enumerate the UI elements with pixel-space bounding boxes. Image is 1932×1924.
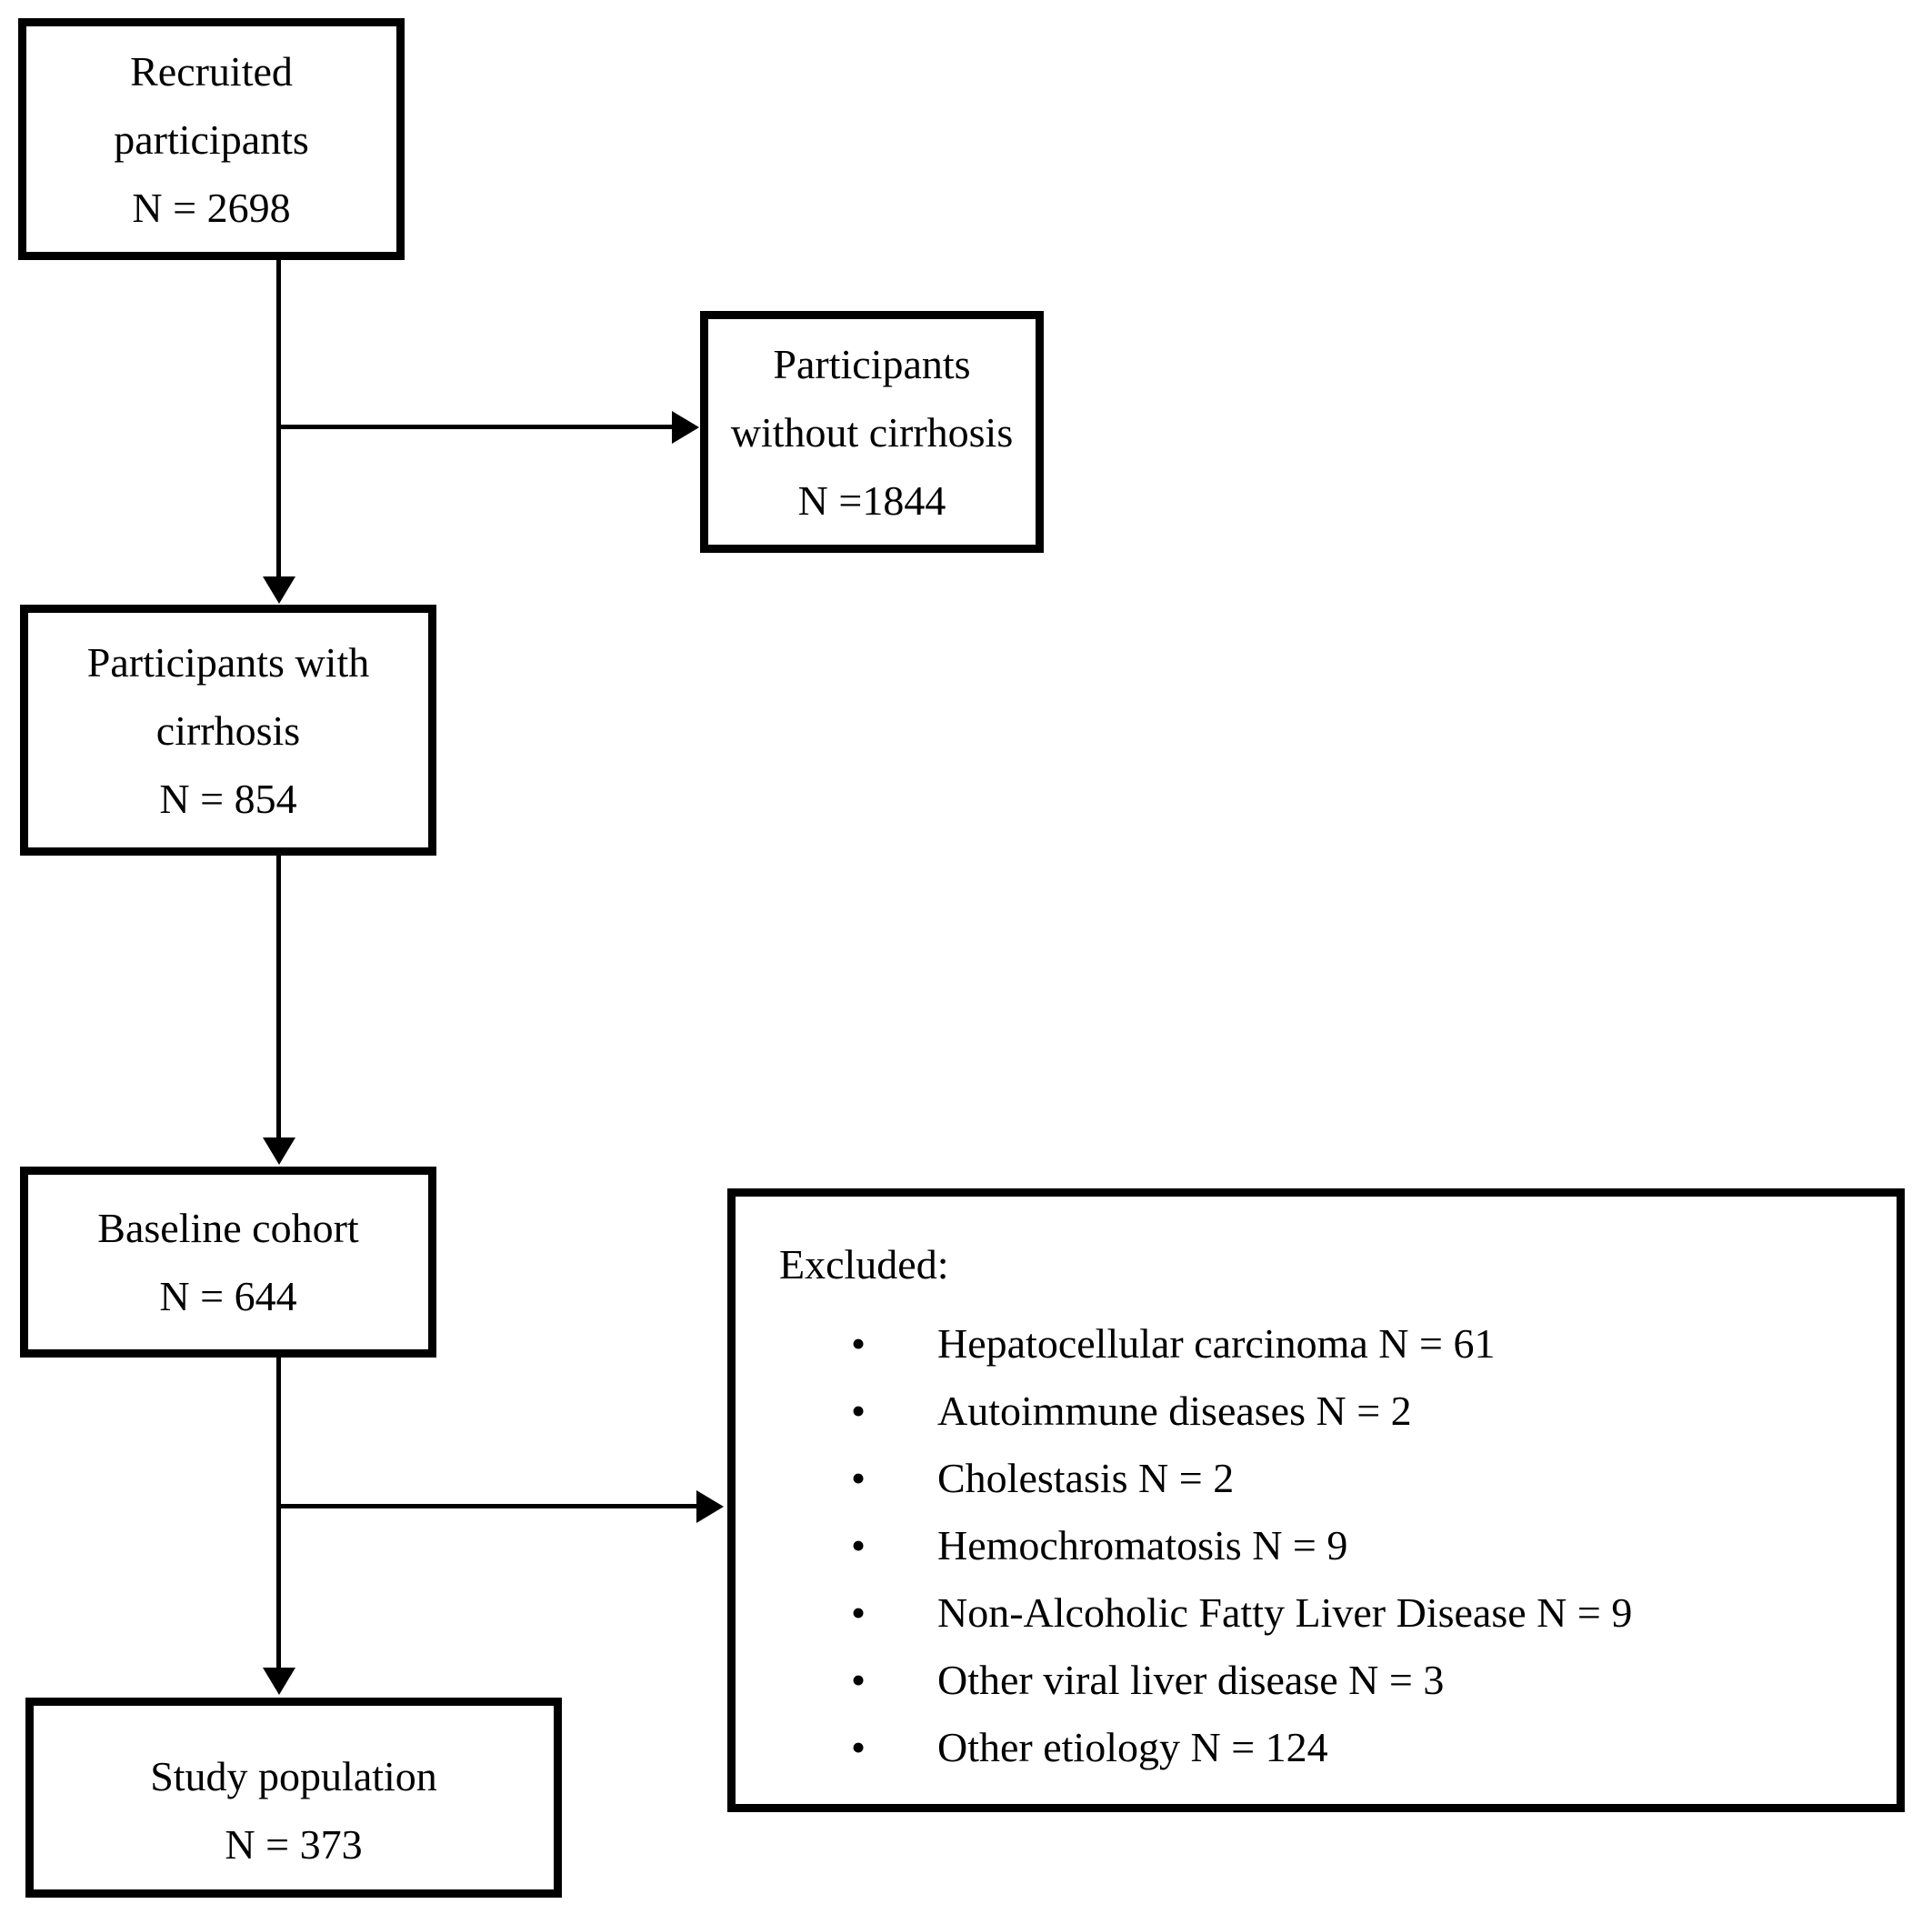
excluded-heading: Excluded: (779, 1241, 949, 1288)
flow-box-count: N = 854 (159, 775, 297, 822)
flow-box-text-line: participants (114, 115, 309, 163)
flow-box-text-line: Study population (150, 1753, 437, 1799)
flow-box-baseline-cohort: Baseline cohort N = 644 (20, 1167, 436, 1358)
flow-box-participants-with-cirrhosis: Participants with cirrhosis N = 854 (20, 605, 436, 856)
arrow-right-icon (672, 411, 699, 444)
flow-box-study-population: Study population N = 373 (25, 1698, 562, 1898)
arrow-down-icon (263, 1137, 295, 1165)
excluded-item: Non-Alcoholic Fatty Liver Disease N = 9 (851, 1579, 1897, 1647)
flow-box-text-line: Participants with (86, 638, 370, 686)
excluded-item: Other etiology N = 124 (851, 1714, 1897, 1781)
flow-box-text-line: Participants (773, 340, 971, 387)
arrow-down-icon (263, 1668, 295, 1695)
excluded-item: Other viral liver disease N = 3 (851, 1647, 1897, 1714)
flow-box-count: N =1844 (797, 476, 946, 524)
connector-branch-to-without-cirrhosis (279, 425, 672, 429)
flow-box-text-line: without cirrhosis (730, 408, 1014, 456)
connector-baseline-to-study (276, 1358, 281, 1670)
flow-box-text-line: Recruited (130, 47, 293, 95)
flow-box-excluded: Excluded: Hepatocellular carcinoma N = 6… (727, 1188, 1905, 1812)
arrow-right-icon (696, 1490, 724, 1523)
connector-cirrhosis-to-baseline (276, 856, 281, 1140)
connector-branch-to-excluded (279, 1504, 696, 1508)
excluded-item: Hepatocellular carcinoma N = 61 (851, 1310, 1897, 1378)
flow-box-count: N = 373 (225, 1821, 363, 1868)
flow-box-count: N = 2698 (132, 184, 291, 231)
excluded-item: Autoimmune diseases N = 2 (851, 1378, 1897, 1445)
flow-box-count: N = 644 (159, 1273, 297, 1319)
excluded-list: Hepatocellular carcinoma N = 61 Autoimmu… (736, 1310, 1897, 1781)
connector-recruited-to-cirrhosis (276, 260, 281, 579)
flow-box-recruited-participants: Recruited participants N = 2698 (18, 18, 405, 260)
flow-box-participants-without-cirrhosis: Participants without cirrhosis N =1844 (700, 311, 1044, 553)
excluded-item: Hemochromatosis N = 9 (851, 1512, 1897, 1579)
flow-box-text-line: Baseline cohort (97, 1205, 359, 1251)
arrow-down-icon (263, 576, 295, 604)
excluded-item: Cholestasis N = 2 (851, 1445, 1897, 1512)
flow-box-text-line: cirrhosis (155, 706, 301, 754)
